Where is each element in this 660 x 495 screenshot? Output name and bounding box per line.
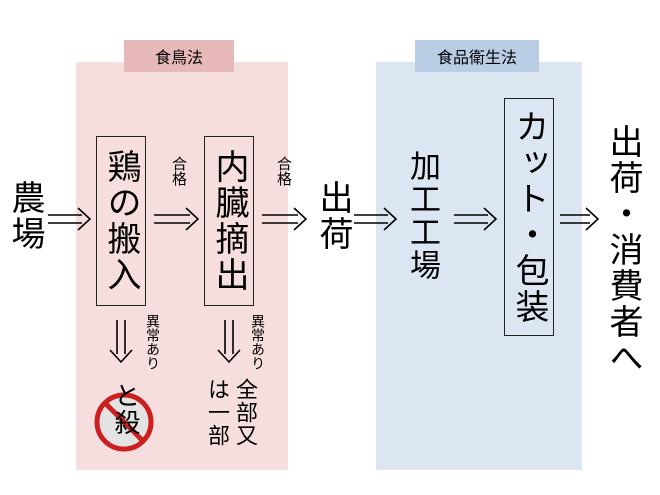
double-right-arrow-icon bbox=[354, 207, 398, 231]
disposal-outcome: 全部又は一部廃棄 bbox=[204, 378, 257, 447]
evisceration-label: 内臓摘出 bbox=[209, 149, 249, 293]
food-sanitation-law-zone bbox=[376, 62, 582, 470]
prohibition-sign-icon bbox=[94, 392, 154, 452]
shipment-node: 出荷 bbox=[313, 180, 353, 252]
cut-pack-label: カット・包装 bbox=[509, 109, 549, 325]
double-right-arrow-icon bbox=[560, 207, 600, 231]
double-down-arrow-icon bbox=[217, 320, 241, 364]
food-poultry-law-label: 食鳥法 bbox=[124, 40, 234, 72]
farm-node: 農場 bbox=[5, 180, 45, 252]
pass-label-1: 合格 bbox=[170, 156, 188, 186]
double-right-arrow-icon bbox=[454, 207, 498, 231]
double-right-arrow-icon bbox=[262, 207, 308, 231]
pass-label-2: 合格 bbox=[275, 156, 293, 186]
slaughter-outcome: と殺 bbox=[110, 382, 140, 436]
consumer-node: 出荷・消費者へ bbox=[603, 124, 643, 376]
evisceration-node: 内臓摘出 bbox=[204, 136, 254, 306]
processing-plant-node: 加工工場 bbox=[404, 150, 440, 282]
bring-in-label: 鶏の搬入 bbox=[101, 149, 141, 293]
food-sanitation-law-label: 食品衛生法 bbox=[415, 40, 539, 72]
double-down-arrow-icon bbox=[109, 320, 133, 364]
cut-pack-node: カット・包装 bbox=[504, 98, 554, 336]
abnormal-label-1: 異常あり bbox=[144, 314, 160, 370]
double-right-arrow-icon bbox=[154, 207, 200, 231]
abnormal-label-2: 異常あり bbox=[249, 314, 265, 370]
bring-in-node: 鶏の搬入 bbox=[96, 136, 146, 306]
double-right-arrow-icon bbox=[48, 207, 92, 231]
